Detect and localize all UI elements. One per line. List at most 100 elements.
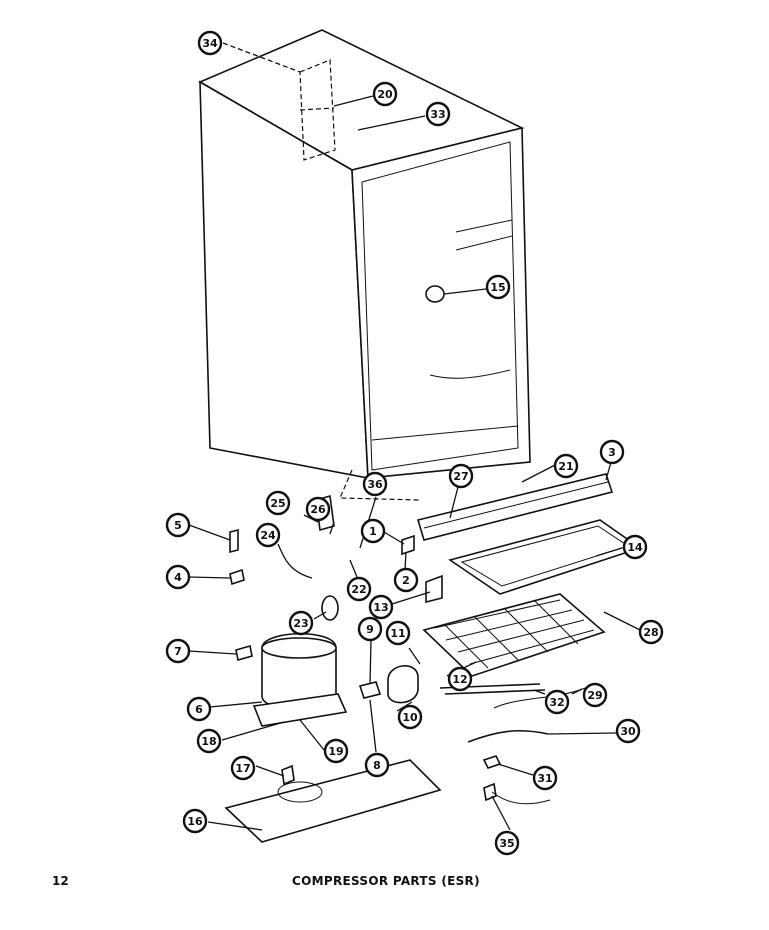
callout-24: 24 (255, 522, 281, 548)
callout-label: 3 (608, 446, 616, 459)
callout-circle (305, 496, 331, 522)
callout-label: 11 (390, 627, 405, 640)
callout-label: 23 (293, 617, 308, 630)
callout-label: 6 (195, 703, 203, 716)
callout-12: 12 (447, 666, 473, 692)
callout-circle (323, 738, 349, 764)
callout-circle (368, 594, 394, 620)
callout-6: 6 (186, 696, 212, 722)
callout-label: 20 (377, 88, 393, 101)
callout-29: 29 (582, 682, 608, 708)
callout-circle (638, 619, 664, 645)
callout-label: 5 (174, 519, 182, 532)
callout-label: 12 (452, 673, 467, 686)
callout-label: 14 (627, 541, 643, 554)
callout-label: 13 (373, 601, 388, 614)
callout-label: 15 (490, 281, 505, 294)
callout-label: 4 (174, 571, 182, 584)
callout-circle (622, 534, 648, 560)
callout-label: 28 (643, 626, 658, 639)
callout-label: 7 (174, 645, 182, 658)
callout-circle (362, 471, 388, 497)
callout-circle (165, 564, 191, 590)
callout-16: 16 (182, 808, 208, 834)
callout-circle (186, 696, 212, 722)
callout-circle (197, 30, 223, 56)
callout-circle (372, 81, 398, 107)
callout-28: 28 (638, 619, 664, 645)
callout-label: 25 (270, 497, 285, 510)
callout-label: 35 (499, 837, 514, 850)
callout-label: 29 (587, 689, 602, 702)
callout-label: 32 (549, 696, 564, 709)
callout-circle (582, 682, 608, 708)
callout-34: 34 (197, 30, 223, 56)
callout-label: 16 (187, 815, 203, 828)
callout-10: 10 (397, 704, 423, 730)
callout-circle (182, 808, 208, 834)
callout-circle (393, 567, 419, 593)
callout-circle (494, 830, 520, 856)
callout-35: 35 (494, 830, 520, 856)
callout-label: 34 (202, 37, 218, 50)
callout-circle (532, 765, 558, 791)
callout-5: 5 (165, 512, 191, 538)
callout-circle (553, 453, 579, 479)
callout-circle (288, 610, 314, 636)
callout-22: 22 (346, 576, 372, 602)
callout-label: 33 (430, 108, 445, 121)
callout-label: 31 (537, 772, 552, 785)
callout-circle (385, 620, 411, 646)
callout-circle (599, 439, 625, 465)
callout-circle (346, 576, 372, 602)
callout-circle (448, 463, 474, 489)
callout-circle (615, 718, 641, 744)
callout-20: 20 (372, 81, 398, 107)
callout-23: 23 (288, 610, 314, 636)
callout-26: 26 (305, 496, 331, 522)
callout-circle (357, 616, 383, 642)
callout-circle (165, 512, 191, 538)
callout-9: 9 (357, 616, 383, 642)
callout-7: 7 (165, 638, 191, 664)
callout-label: 26 (310, 503, 326, 516)
callout-circle (447, 666, 473, 692)
callout-1: 1 (360, 518, 386, 544)
callout-label: 30 (620, 725, 636, 738)
callout-label: 8 (373, 759, 381, 772)
callout-32: 32 (544, 689, 570, 715)
callout-circle (265, 490, 291, 516)
refrigerator-cabinet (198, 29, 531, 501)
callout-8: 8 (364, 752, 390, 778)
callout-circle (165, 638, 191, 664)
callout-label: 18 (201, 735, 216, 748)
callout-19: 19 (323, 738, 349, 764)
callout-17: 17 (230, 755, 256, 781)
grille-and-tray-assembly (401, 473, 642, 677)
callout-circle (425, 101, 451, 127)
callout-label: 21 (558, 460, 573, 473)
callout-circle (255, 522, 281, 548)
callout-21: 21 (553, 453, 579, 479)
callout-circle (230, 755, 256, 781)
callout-label: 2 (402, 574, 410, 587)
callout-label: 1 (369, 525, 377, 538)
callout-27: 27 (448, 463, 474, 489)
callout-label: 19 (328, 745, 343, 758)
callout-25: 25 (265, 490, 291, 516)
callout-30: 30 (615, 718, 641, 744)
callout-circle (397, 704, 423, 730)
callout-13: 13 (368, 594, 394, 620)
callout-36: 36 (362, 471, 388, 497)
callout-circle (485, 274, 511, 300)
callout-33: 33 (425, 101, 451, 127)
callout-11: 11 (385, 620, 411, 646)
page-number: 12 (52, 874, 69, 888)
callout-circle (364, 752, 390, 778)
page-caption: COMPRESSOR PARTS (ESR) (292, 874, 480, 888)
callout-label: 9 (366, 623, 374, 636)
callout-circle (360, 518, 386, 544)
callout-31: 31 (532, 765, 558, 791)
